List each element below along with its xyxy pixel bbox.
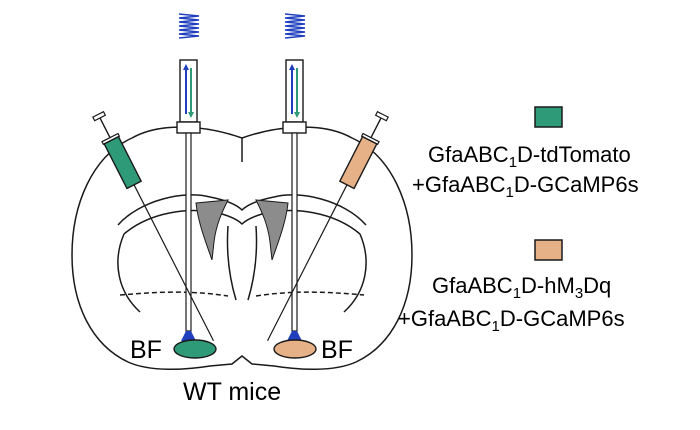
lateral-ventricles [195, 199, 289, 261]
syringe-barrel [103, 135, 143, 190]
corpus-callosum-lower [123, 209, 361, 235]
optic-fiber-left [176, 13, 201, 341]
right-region-label: BF [321, 336, 353, 364]
spring-icon [178, 13, 200, 39]
light-cone-icon [181, 331, 196, 341]
syringe-right [266, 110, 389, 342]
legend-item-1-line-1: GfaABC1D-tdTomato [428, 142, 631, 171]
syringe-needle [266, 184, 348, 342]
fiber-cannula [291, 132, 298, 332]
septum-right [247, 225, 258, 301]
legend: GfaABC1D-tdTomato +GfaABC1D-GCaMP6s GfaA… [398, 106, 639, 335]
brain-outline [71, 126, 413, 370]
syringe-plunger [98, 115, 111, 138]
septum-left [226, 225, 237, 301]
legend-item-1-line-2: +GfaABC1D-GCaMP6s [412, 172, 639, 201]
legend-swatch-orange [534, 239, 563, 261]
syringe-left [92, 110, 215, 342]
legend-swatch-green [534, 106, 563, 128]
syringe-plunger [370, 115, 383, 138]
injection-site-left [173, 339, 217, 359]
optic-fiber-right [282, 13, 307, 341]
syringe-needle [133, 184, 215, 342]
brain-outer-contour [71, 126, 413, 370]
light-cone-icon [287, 331, 302, 341]
ventricle-right [255, 199, 289, 261]
syringe-barrel [338, 135, 378, 190]
anterior-commissure-right [255, 291, 365, 297]
legend-item-2-line-2: +GfaABC1D-GCaMP6s [398, 306, 625, 335]
left-region-label: BF [130, 336, 162, 364]
striatum-boundary-right [343, 233, 367, 313]
injection-site-right [273, 339, 317, 359]
spring-icon [284, 13, 306, 39]
fiber-cannula [185, 132, 192, 332]
fiber-ferrule [176, 121, 201, 134]
legend-item-2-line-1: GfaABC1D-hM3Dq [432, 273, 611, 302]
ventricle-left [195, 199, 229, 261]
fiber-ferrule [282, 121, 307, 134]
striatum-boundary-left [117, 233, 141, 313]
anterior-commissure-left [119, 291, 229, 297]
corpus-callosum-upper [117, 194, 367, 226]
caption: WT mice [183, 378, 281, 406]
